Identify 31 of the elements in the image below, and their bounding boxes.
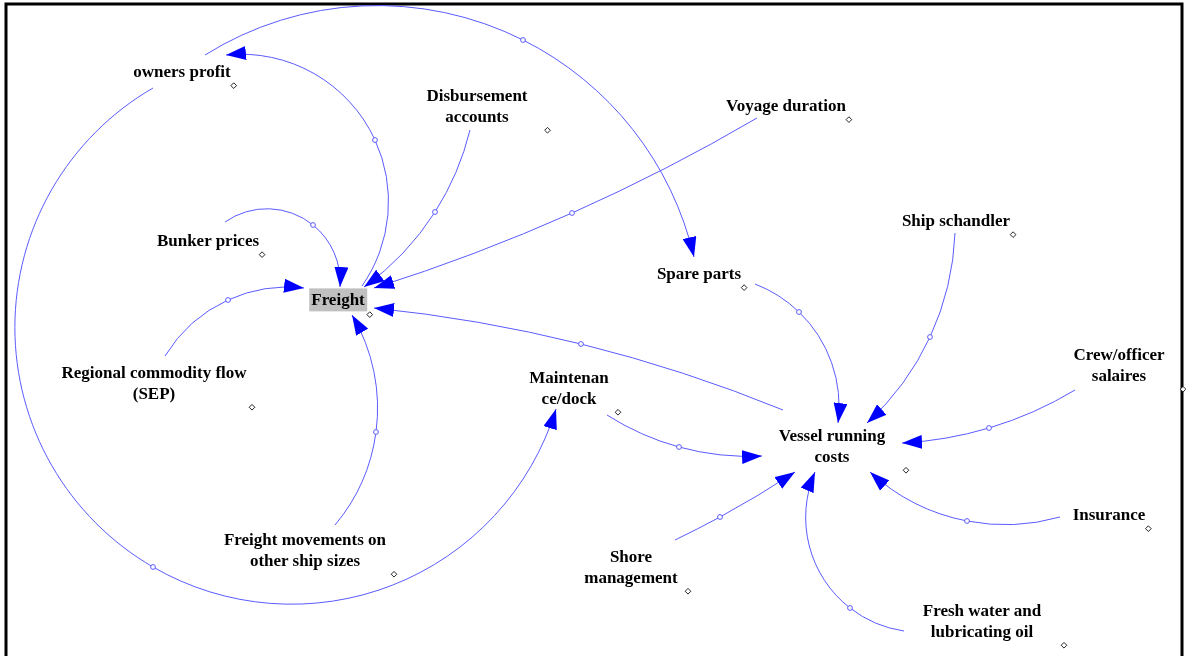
variable-label: Voyage duration — [726, 95, 846, 117]
variable-label: Fresh water and lubricating oil — [903, 599, 1061, 643]
causal-link-arrow — [801, 471, 905, 632]
variable-label: Bunker prices — [156, 230, 260, 252]
variable-label: owners profit — [133, 61, 231, 83]
causal-link-arrow — [14, 87, 557, 605]
causal-link-arrow — [869, 471, 1061, 526]
highlighted-variable-box: Freight — [309, 288, 367, 312]
variable-label: Insurance — [1072, 504, 1146, 526]
causal-link-arrow — [373, 117, 758, 289]
variable-label: Ship schandler — [901, 210, 1011, 232]
causal-link-arrow — [866, 232, 956, 424]
causal-link-arrow — [334, 314, 379, 526]
variable-label: Crew/officer salaires — [1058, 343, 1180, 387]
variable-label: Disbursement accounts — [409, 84, 545, 128]
causal-link-arrow — [363, 129, 471, 288]
causal-link-arrow — [225, 46, 389, 287]
variable-label: Freight movements on other ship sizes — [219, 528, 391, 572]
variable-label: Vessel running costs — [761, 424, 903, 468]
causal-link-arrow — [204, 5, 697, 258]
causal-link-arrow — [164, 279, 305, 357]
causal-link-arrow — [674, 471, 796, 541]
causal-link-arrow — [754, 283, 847, 424]
causal-link-arrow — [606, 414, 763, 464]
causal-link-arrow — [224, 208, 348, 288]
variable-label: Spare parts — [656, 263, 742, 285]
causal-link-arrow — [901, 389, 1076, 449]
variable-label: Regional commodity flow (SEP) — [59, 361, 249, 405]
causal-link-arrow — [373, 303, 784, 411]
variable-label: Shore management — [577, 545, 685, 589]
variable-label: Maintenan ce/dock — [523, 366, 615, 410]
